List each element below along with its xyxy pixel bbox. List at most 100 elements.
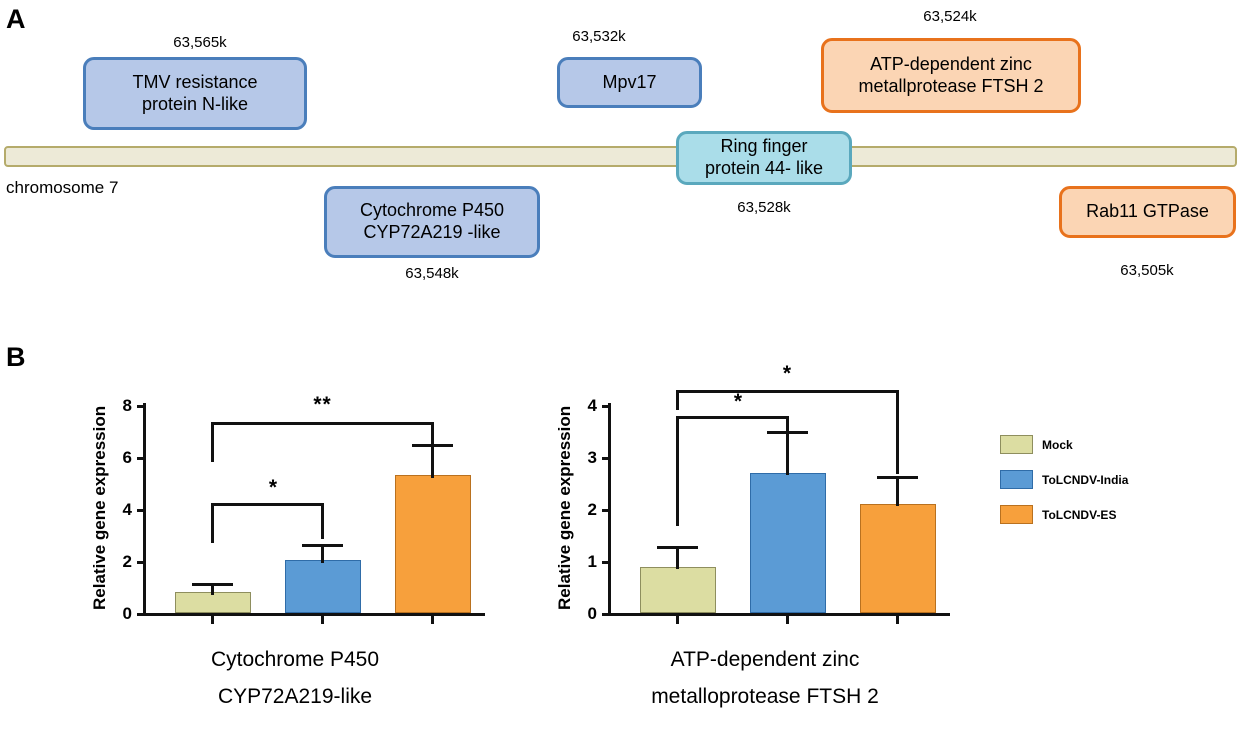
chart1-ytick-label-0: 0: [122, 604, 132, 623]
chart1-xtick-india: [321, 616, 324, 624]
gene-label-line2: protein 44- like: [704, 158, 824, 178]
chart2-bar-tolcndv-es[interactable]: [860, 504, 936, 613]
chromosome-bar: [4, 146, 1237, 167]
chart1-xtick-mock: [211, 616, 214, 624]
legend-swatch-tolcndv-india: [1000, 470, 1033, 489]
chart2-error-cap-es: [877, 476, 918, 479]
chart2-ytick-label-3: 3: [587, 448, 597, 467]
panel-b: B Relative gene expression 0 2 4 6 8: [0, 330, 1243, 730]
chart2-sig-bracket-mock-es: [676, 390, 899, 474]
gene-box-tmv-resistance-protein-n-like[interactable]: TMV resistance protein N-like: [83, 57, 307, 130]
legend-label-tolcndv-india: ToLCNDV-India: [1042, 472, 1129, 487]
legend-label-mock: Mock: [1042, 437, 1073, 452]
chart1-x-axis: [143, 613, 485, 616]
gene-label-line2: CYP72A219 -like: [363, 222, 501, 242]
chart1-sig-bracket-mock-india: [211, 503, 324, 543]
chart1-error-cap-es: [412, 444, 453, 447]
chart1-y-axis: [143, 403, 146, 615]
chart2-xtick-india: [786, 616, 789, 624]
gene-label-line1: Cytochrome P450: [359, 200, 505, 221]
chart2-ytick-label-2: 2: [587, 500, 597, 519]
chart1-ytick-2: [137, 561, 144, 564]
chart2-error-cap-india: [767, 431, 808, 434]
chart1-sig-mark-mock-es: **: [313, 393, 332, 416]
gene-label-line2: metallprotease FTSH 2: [858, 75, 1044, 96]
gene-box-rab11-gtpase[interactable]: Rab11 GTPase: [1059, 186, 1236, 238]
chart1-ytick-label-8: 8: [122, 396, 132, 415]
chart1-ytick-6: [137, 457, 144, 460]
chart2-x-axis: [608, 613, 950, 616]
chart1-sig-bracket-mock-es: [211, 422, 434, 462]
chart2-sig-mark-mock-india: *: [733, 390, 744, 413]
chart2-ytick-label-0: 0: [587, 604, 597, 623]
chart2-ytick-3: [602, 457, 609, 460]
chart2-sig-mark-mock-es: *: [782, 362, 793, 385]
chart1-xtick-es: [431, 616, 434, 624]
gene-coordinate-tmv: 63,565k: [173, 34, 227, 51]
chart2-ytick-label-1: 1: [587, 552, 597, 571]
legend-item-mock[interactable]: Mock: [1000, 435, 1073, 454]
chart2-caption-line2: metalloprotease FTSH 2: [651, 684, 879, 708]
chart1-caption-line1: Cytochrome P450: [210, 648, 380, 671]
gene-label-line1: TMV resistance: [132, 71, 258, 92]
gene-coordinate-mpv17: 63,532k: [572, 28, 626, 45]
chart2-sig-bracket-mock-india: [676, 416, 789, 526]
chart1-ytick-0: [137, 613, 144, 616]
legend-swatch-mock: [1000, 435, 1033, 454]
chromosome-label: chromosome 7: [6, 178, 119, 197]
panel-a: A chromosome 7 63,565k TMV resistance pr…: [0, 0, 1243, 320]
chart1-ytick-8: [137, 405, 144, 408]
chart1-ytick-label-6: 6: [122, 448, 132, 467]
panel-b-letter: B: [6, 342, 26, 372]
chart1-caption-line2: CYP72A219-like: [217, 684, 373, 708]
legend-item-tolcndv-india[interactable]: ToLCNDV-India: [1000, 470, 1128, 489]
legend: Mock ToLCNDV-India ToLCNDV-ES: [1000, 435, 1200, 525]
gene-coordinate-rab11: 63,505k: [1120, 262, 1174, 279]
gene-box-cytochrome-p450-cyp72a219-like[interactable]: Cytochrome P450 CYP72A219 -like: [324, 186, 540, 258]
gene-coordinate-ring-finger: 63,528k: [737, 199, 791, 216]
gene-coordinate-ftsh2: 63,524k: [923, 8, 977, 25]
chart1-ytick-label-2: 2: [122, 552, 132, 571]
chart2-caption: ATP-dependent zinc metalloprotease FTSH …: [565, 642, 965, 716]
panel-a-letter: A: [6, 4, 26, 34]
chart-cyp72a219: Relative gene expression 0 2 4 6 8 *: [80, 370, 500, 708]
chart2-error-mock: [676, 546, 679, 569]
legend-item-tolcndv-es[interactable]: ToLCNDV-ES: [1000, 505, 1116, 524]
chart1-ytick-4: [137, 509, 144, 512]
chart1-error-mock: [211, 583, 214, 595]
legend-swatch-tolcndv-es: [1000, 505, 1033, 524]
chart2-caption-line1: ATP-dependent zinc: [670, 648, 860, 671]
chart1-error-es: [431, 444, 434, 478]
chart2-xtick-mock: [676, 616, 679, 624]
gene-label-line1: ATP-dependent zinc: [870, 53, 1032, 74]
gene-label-line1: Mpv17: [602, 71, 657, 92]
gene-label-line1: Rab11 GTPase: [1086, 201, 1209, 222]
chart2-bar-tolcndv-india[interactable]: [750, 473, 826, 613]
chart2-bar-mock[interactable]: [640, 567, 716, 613]
chart1-bar-tolcndv-es[interactable]: [395, 475, 471, 613]
chart2-error-es: [896, 476, 899, 506]
chart2-ytick-4: [602, 405, 609, 408]
gene-box-atp-dependent-zinc-metallprotease-ftsh-2[interactable]: ATP-dependent zinc metallprotease FTSH 2: [821, 38, 1081, 113]
chart1-bar-tolcndv-india[interactable]: [285, 560, 361, 613]
chart2-error-india: [786, 431, 789, 475]
chart2-ytick-label-4: 4: [587, 396, 597, 415]
chart1-bar-mock[interactable]: [175, 592, 251, 613]
chart1-error-cap-mock: [192, 583, 233, 586]
chart2-xtick-es: [896, 616, 899, 624]
legend-label-tolcndv-es: ToLCNDV-ES: [1042, 507, 1117, 522]
chart1-error-india: [321, 544, 324, 563]
chart2-y-axis: [608, 403, 611, 615]
chart-ftsh2: Relative gene expression 0 1 2 3 4 *: [545, 362, 965, 708]
chart1-error-cap-india: [302, 544, 343, 547]
gene-label-line1: Ring finger: [720, 136, 808, 157]
gene-label-line2: protein N-like: [141, 93, 249, 114]
chart1-ytick-label-4: 4: [122, 500, 132, 519]
gene-box-mpv17[interactable]: Mpv17: [557, 57, 702, 108]
gene-box-ring-finger-protein-44-like[interactable]: Ring finger protein 44- like: [676, 131, 852, 185]
chart1-caption: Cytochrome P450 CYP72A219-like: [115, 642, 475, 716]
chart2-ytick-0: [602, 613, 609, 616]
gene-coordinate-cytochrome-p450: 63,548k: [405, 265, 459, 282]
chart1-sig-mark-mock-india: *: [268, 476, 279, 499]
chart2-ytick-2: [602, 509, 609, 512]
